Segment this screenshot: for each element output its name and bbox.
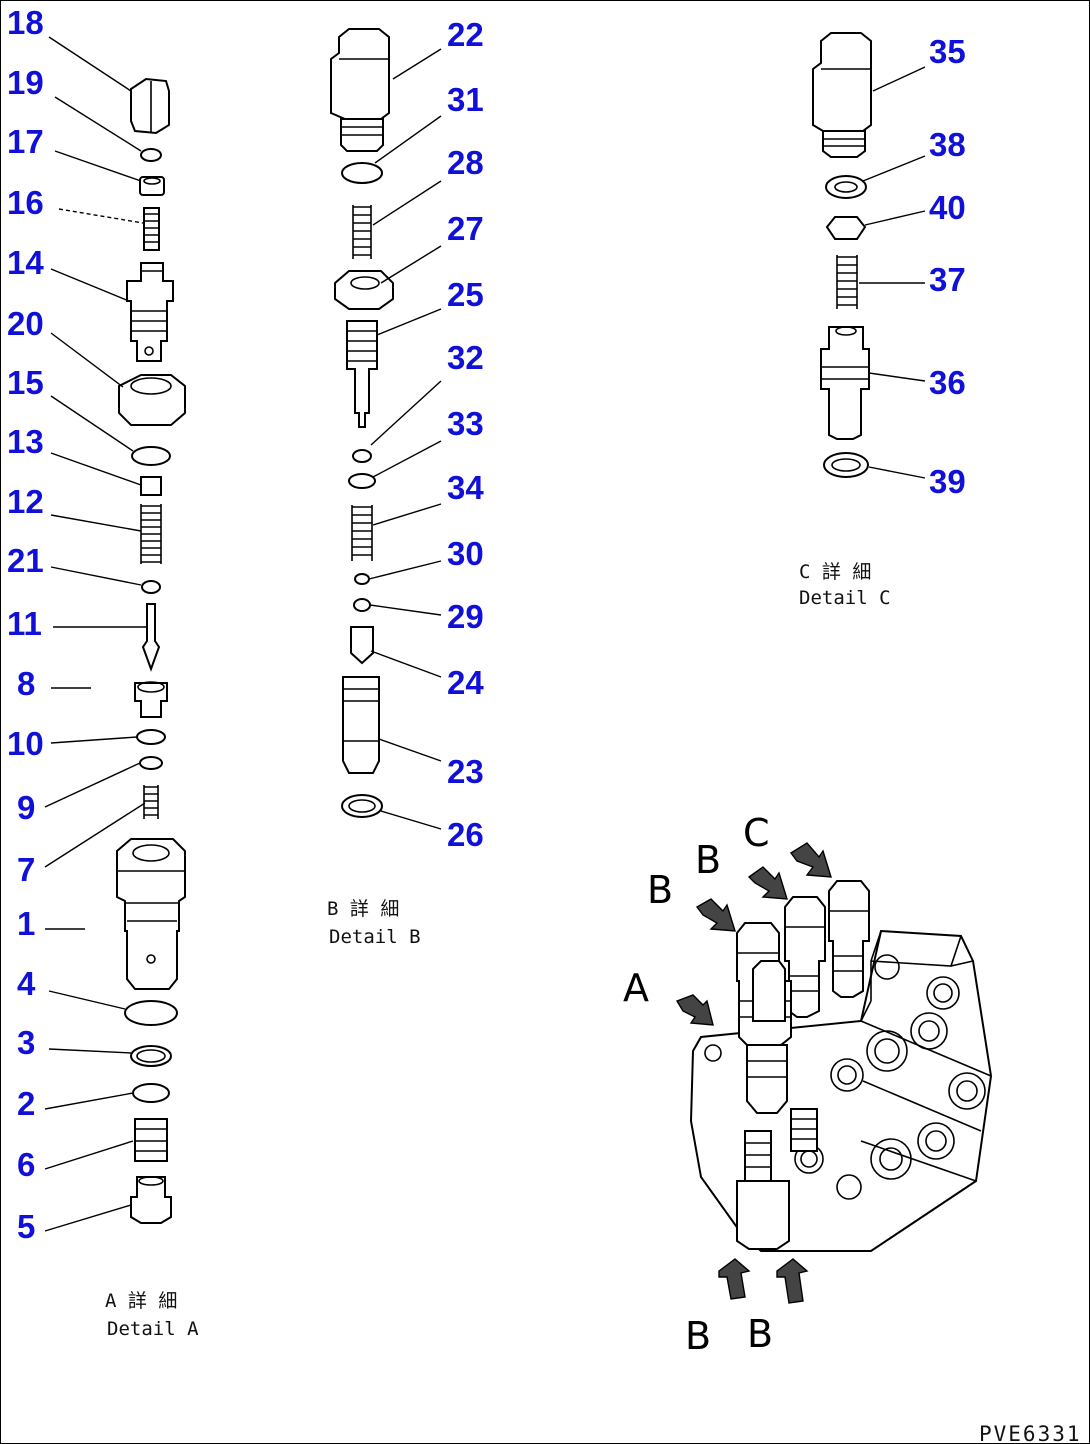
detail-b-assembly: [330, 28, 394, 818]
part-label-31: 31: [447, 81, 484, 118]
detail-b-caption-jp: B 詳 細: [327, 898, 399, 920]
part-label-24: 24: [447, 664, 484, 701]
part-label-33: 33: [447, 405, 484, 442]
view-letter-b-left: B: [647, 868, 673, 912]
view-letter-b-bottom-left: B: [685, 1314, 711, 1358]
drawing-code: PVE6331: [979, 1422, 1082, 1444]
part-label-20: 20: [7, 305, 44, 342]
part-label-9: 9: [17, 789, 35, 826]
detail-a-caption-en: Detail A: [107, 1318, 199, 1340]
part-label-4: 4: [17, 965, 36, 1002]
part-label-3: 3: [17, 1024, 35, 1061]
part-label-16: 16: [7, 184, 44, 221]
part-label-18: 18: [7, 4, 44, 41]
part-label-5: 5: [17, 1208, 35, 1245]
detail-b-leaders: [368, 48, 442, 830]
part-label-10: 10: [7, 725, 44, 762]
view-letter-c: C: [743, 811, 770, 855]
view-letter-b-upper: B: [695, 838, 721, 882]
part-label-15: 15: [7, 364, 44, 401]
detail-a-assembly: [116, 77, 186, 1224]
valve-assembly-view: [689, 880, 993, 1252]
part-label-34: 34: [447, 469, 484, 506]
view-letters: A B B C B B: [623, 811, 773, 1358]
part-label-1: 1: [17, 905, 35, 942]
detail-c-leaders: [859, 66, 926, 479]
part-label-19: 19: [7, 64, 44, 101]
part-label-2: 2: [17, 1085, 35, 1122]
part-label-35: 35: [929, 33, 966, 70]
part-number-labels: 18 19 17 16 14 20 15 13 12 21 11 8 10 9 …: [7, 4, 966, 1245]
detail-a-leaders: [44, 36, 147, 1232]
part-label-21: 21: [7, 542, 44, 579]
view-letter-a: A: [623, 966, 649, 1010]
part-label-40: 40: [929, 189, 966, 226]
part-label-6: 6: [17, 1146, 35, 1183]
part-label-32: 32: [447, 339, 484, 376]
part-label-23: 23: [447, 753, 484, 790]
detail-c-caption-en: Detail C: [799, 587, 891, 609]
part-label-8: 8: [17, 665, 35, 702]
part-label-13: 13: [7, 423, 44, 460]
part-label-38: 38: [929, 126, 966, 163]
part-label-27: 27: [447, 210, 484, 247]
detail-a-caption-jp: A 詳 細: [105, 1290, 177, 1312]
part-label-22: 22: [447, 16, 484, 53]
part-label-11: 11: [7, 605, 42, 642]
detail-b-caption-en: Detail B: [329, 926, 421, 948]
part-label-25: 25: [447, 276, 484, 313]
part-label-14: 14: [7, 244, 44, 281]
part-label-30: 30: [447, 535, 484, 572]
view-letter-b-bottom-right: B: [747, 1312, 773, 1356]
detail-c-caption-jp: C 詳 細: [799, 561, 871, 583]
part-label-28: 28: [447, 144, 484, 181]
part-label-7: 7: [17, 851, 35, 888]
detail-c-assembly: [812, 32, 872, 478]
part-label-26: 26: [447, 816, 484, 853]
view-arrows: [675, 842, 832, 1304]
part-label-12: 12: [7, 483, 44, 520]
part-label-39: 39: [929, 463, 966, 500]
part-label-29: 29: [447, 598, 484, 635]
part-label-17: 17: [7, 123, 44, 160]
part-label-37: 37: [929, 261, 966, 298]
detail-captions: A 詳 細 Detail A B 詳 細 Detail B C 詳 細 Deta…: [105, 561, 891, 1340]
part-label-36: 36: [929, 364, 966, 401]
